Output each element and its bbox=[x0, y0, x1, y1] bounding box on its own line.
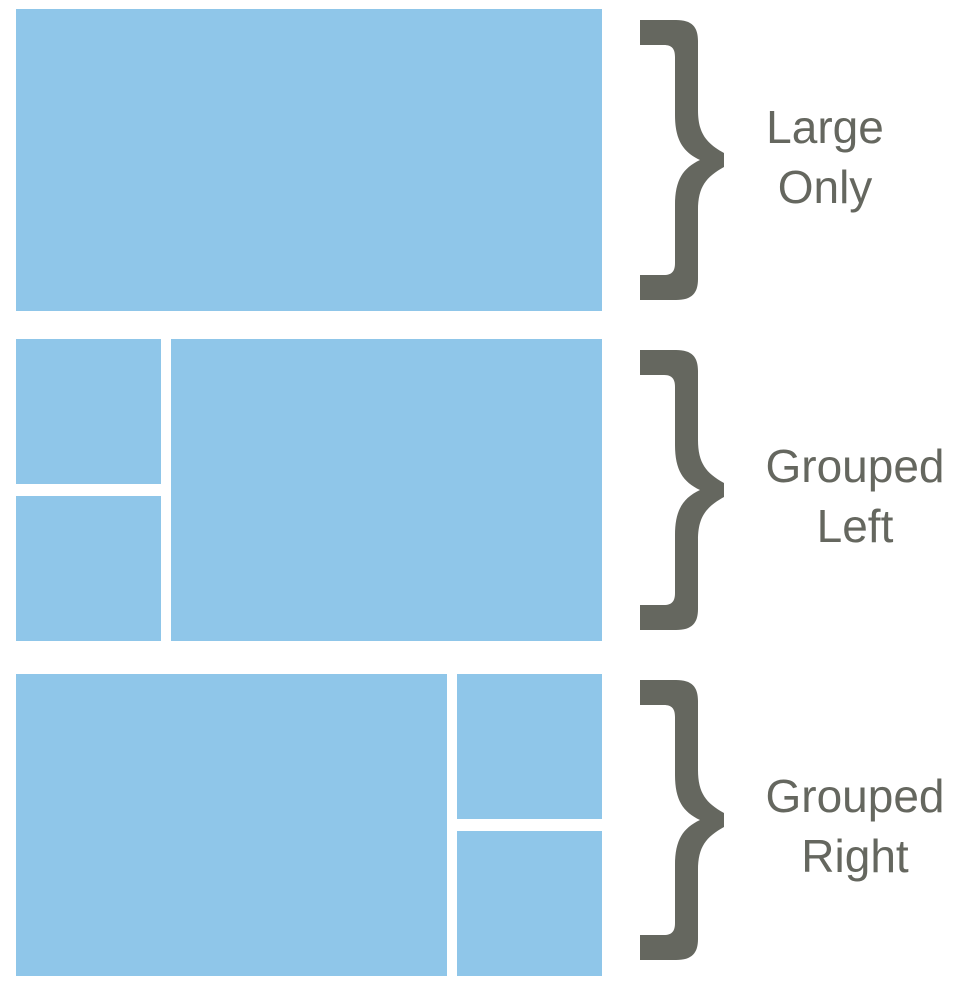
label-line: Right bbox=[801, 830, 909, 882]
label-line: Large bbox=[766, 101, 884, 153]
label-line: Grouped bbox=[765, 440, 945, 492]
label-line: Only bbox=[777, 161, 873, 213]
right-brace-icon bbox=[636, 15, 731, 305]
large-tile bbox=[16, 674, 447, 976]
label-grouped-right: Grouped Right bbox=[740, 766, 970, 886]
label-line: Left bbox=[816, 500, 894, 552]
right-brace-icon bbox=[636, 675, 731, 965]
small-tile-top-left bbox=[16, 339, 161, 484]
label-grouped-left: Grouped Left bbox=[740, 436, 970, 556]
small-tile-bottom-left bbox=[16, 496, 161, 641]
large-tile bbox=[16, 9, 602, 311]
label-large-only: Large Only bbox=[710, 97, 940, 217]
small-tile-bottom-right bbox=[457, 831, 602, 976]
right-brace-icon bbox=[636, 345, 731, 635]
large-tile bbox=[171, 339, 602, 641]
label-line: Grouped bbox=[765, 770, 945, 822]
small-tile-top-right bbox=[457, 674, 602, 819]
